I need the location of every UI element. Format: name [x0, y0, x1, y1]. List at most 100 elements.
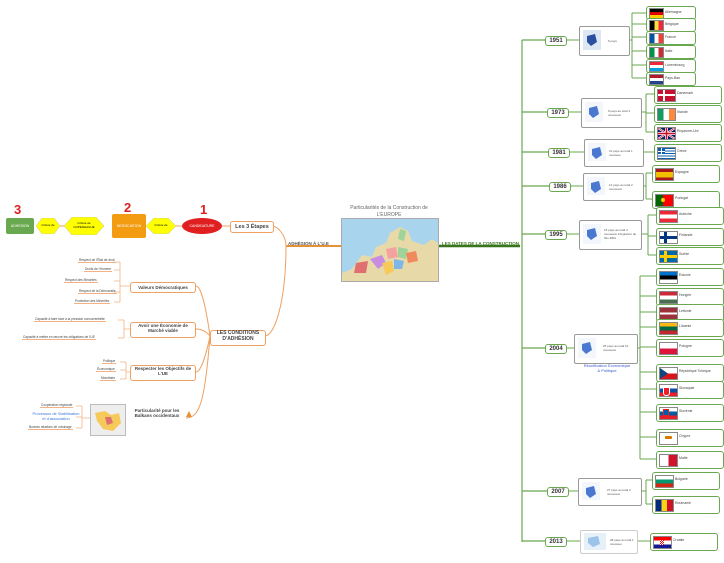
balkans-item-2: Processus de Stabilisation et d'associat…	[32, 411, 80, 421]
step-number-1: 1	[200, 202, 208, 217]
flag-espagne-icon	[655, 168, 674, 181]
valeur-item-2: Droits de l'Homme	[84, 267, 113, 272]
step-number-3: 3	[14, 202, 22, 217]
flag-lituanie-label: Lituanie	[679, 324, 692, 328]
flag-box-chypre[interactable]: Chypre	[656, 429, 724, 447]
flag-box-pologne[interactable]: Pologne	[656, 339, 724, 357]
flag-box-belgique[interactable]: Belgique	[646, 18, 696, 32]
flag-france-icon	[649, 33, 664, 44]
flag-box-autriche[interactable]: Autriche	[656, 207, 724, 225]
balkans-item-1: Coopération régionale	[40, 403, 74, 408]
node-economie[interactable]: Avoir une Économie de Marché viable	[130, 322, 196, 338]
eu-map-2004	[578, 338, 596, 358]
year-1986[interactable]: 1986	[549, 182, 571, 192]
year-1951[interactable]: 1951	[545, 36, 567, 46]
objectif-item-2: Économique	[96, 367, 116, 372]
flag-royaume-uni-icon	[657, 127, 676, 140]
step-candidature-label: CANDIDATURE	[189, 224, 215, 228]
flag-box-espagne[interactable]: Espagne	[652, 165, 720, 183]
year-1995[interactable]: 1995	[545, 230, 567, 240]
diamond-critere-3: Critère de	[35, 217, 61, 235]
card-1981-text: 10 pays au total 1 nouveau	[609, 149, 633, 157]
flag-roumanie-label: Roumanie	[675, 501, 691, 505]
critere-3-label: Critère de	[41, 223, 55, 227]
valeur-item-4: Respect de la Démocratie	[78, 289, 117, 294]
node-balkans[interactable]: Particularité pour les Balkans occidenta…	[126, 408, 188, 430]
flag-portugal-label: Portugal	[675, 196, 689, 200]
flag-grece-icon	[657, 147, 676, 160]
flag-bulgarie-icon	[655, 475, 674, 488]
flag-espagne-label: Espagne	[675, 170, 689, 174]
flag-box-luxembourg[interactable]: Luxembourg	[646, 59, 696, 73]
flag-royaume-uni-label: Royaume-Uni	[677, 129, 699, 133]
card-2004-text: 25 pays au total 10 nouveaux	[603, 344, 629, 352]
balkans-label: Particularité pour les Balkans occidenta…	[134, 408, 180, 419]
flag-box-croatie[interactable]: Croatie	[650, 533, 718, 551]
card-2007-text: 27 pays au total 2 nouveaux	[607, 488, 631, 496]
flag-box-danemark[interactable]: Danemark	[654, 86, 722, 104]
step-candidature[interactable]: CANDIDATURE	[182, 218, 222, 234]
card-2013: 28 pays au total 1 nouveau	[580, 530, 638, 554]
flag-box-republique-tcheque[interactable]: République Tchèque	[656, 364, 724, 382]
card-2007: 27 pays au total 2 nouveaux	[578, 478, 642, 506]
flag-box-italie[interactable]: Italie	[646, 45, 696, 59]
flag-box-lituanie[interactable]: Lituanie	[656, 319, 724, 337]
flag-estonie-label: Estonie	[679, 273, 691, 277]
flag-malte-icon	[659, 454, 678, 467]
flag-grece-label: Grèce	[677, 149, 687, 153]
flag-croatie-icon	[653, 536, 672, 549]
card-1995-text: 15 pays au total 3 nouveaux Intégration …	[604, 228, 637, 240]
node-valeurs[interactable]: Valeurs Démocratiques	[130, 282, 196, 293]
flag-italie-icon	[649, 47, 664, 58]
step-negociation[interactable]: NEGOCIATION	[112, 214, 146, 238]
card-1986-text: 12 pays au total 2 nouveaux	[609, 183, 633, 191]
node-objectifs[interactable]: Respecter les Objectifs de L'UE	[130, 365, 196, 381]
flag-box-pays-bas[interactable]: Pays-Bas	[646, 72, 696, 86]
flag-malte-label: Malte	[679, 456, 688, 460]
flag-suede-icon	[659, 250, 678, 263]
flag-box-malte[interactable]: Malte	[656, 451, 724, 469]
year-2007[interactable]: 2007	[547, 487, 569, 497]
flag-france-label: France	[665, 35, 676, 39]
step-negociation-label: NEGOCIATION	[116, 224, 142, 228]
economie-item-1: Capacité à faire face à la pression conc…	[34, 317, 106, 322]
year-1973[interactable]: 1973	[547, 108, 569, 118]
eu-map-1973	[585, 102, 603, 122]
flag-box-france[interactable]: France	[646, 31, 696, 45]
flag-pays-bas-icon	[649, 74, 664, 85]
flag-box-suede[interactable]: Suède	[656, 247, 724, 265]
branch-dates: LES DATES DE LA CONSTRUCTION	[442, 241, 520, 246]
warning-icon	[186, 411, 192, 417]
flag-box-irlande[interactable]: Irlande	[654, 105, 722, 123]
flag-finlande-label: Finlande	[679, 233, 693, 237]
flag-box-finlande[interactable]: Finlande	[656, 228, 724, 246]
flag-republique-tcheque-label: République Tchèque	[679, 369, 711, 373]
flag-autriche-icon	[659, 210, 678, 223]
flag-box-slovaquie[interactable]: Slovaquie	[656, 381, 724, 399]
step-adhesion[interactable]: ADHESION	[6, 218, 34, 234]
card-1995: 15 pays au total 3 nouveaux Intégration …	[579, 220, 642, 250]
flag-box-grece[interactable]: Grèce	[654, 144, 722, 162]
eu-map-1995	[583, 224, 601, 244]
flag-box-estonie[interactable]: Estonie	[656, 268, 724, 286]
year-1981[interactable]: 1981	[548, 148, 570, 158]
critere-1-label: Critère de	[154, 223, 168, 227]
node-3-etapes[interactable]: Les 3 Étapes	[230, 221, 274, 233]
flag-box-royaume-uni[interactable]: Royaume-Uni	[654, 124, 722, 142]
flag-republique-tcheque-icon	[659, 367, 678, 380]
flag-slovenie-label: Slovénie	[679, 409, 693, 413]
eu-map-2007	[582, 482, 600, 500]
branch-adhesion: ADHÉSION À L'U.E	[288, 241, 329, 246]
flag-pologne-label: Pologne	[679, 344, 692, 348]
year-2013[interactable]: 2013	[545, 537, 567, 547]
node-conditions[interactable]: LES CONDITIONS D'ADHÉSION	[210, 330, 266, 346]
flag-box-roumanie[interactable]: Roumanie	[652, 496, 720, 514]
flag-finlande-icon	[659, 231, 678, 244]
flag-box-bulgarie[interactable]: Bulgarie	[652, 472, 720, 490]
card-1973-text: 9 pays au total 3 nouveaux	[608, 109, 631, 117]
flag-box-slovenie[interactable]: Slovénie	[656, 404, 724, 422]
year-2004[interactable]: 2004	[545, 344, 567, 354]
eu-map-2013	[584, 533, 606, 550]
valeur-item-5: Protection des Minorités	[74, 299, 111, 304]
card-1951-text: 6 pays	[608, 39, 617, 43]
